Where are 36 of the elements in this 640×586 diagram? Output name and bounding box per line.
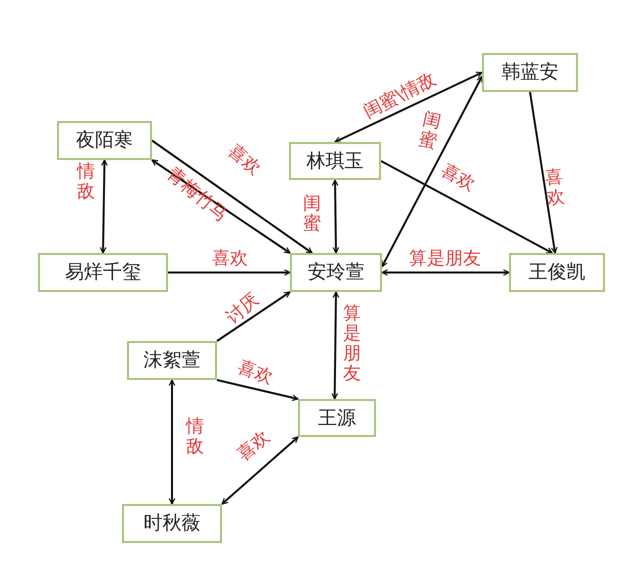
arrow xyxy=(168,269,291,276)
edge-label: 闺蜜 xyxy=(417,110,443,152)
arrow xyxy=(216,379,299,401)
edge-label: 情敌 xyxy=(77,162,95,202)
arrow xyxy=(216,291,291,342)
arrow xyxy=(151,140,313,254)
edge-label: 喜欢 xyxy=(212,250,248,268)
arrow xyxy=(381,76,483,268)
edge-label: 喜欢 xyxy=(234,428,274,464)
name-box: 时秋薇 xyxy=(122,504,222,543)
name-box: 安玲萱 xyxy=(290,253,382,292)
edge-label: 喜欢 xyxy=(544,167,566,209)
arrow xyxy=(100,159,108,254)
edge-label: 喜欢 xyxy=(438,162,478,194)
name-box: 王俊凯 xyxy=(509,253,605,292)
edge-label: 闺蜜 xyxy=(303,194,321,234)
arrow xyxy=(529,92,558,254)
arrow xyxy=(334,72,483,143)
arrow xyxy=(168,379,176,505)
edge-label: 讨厌 xyxy=(223,290,263,328)
name-box: 夜陌寒 xyxy=(57,121,152,160)
edge-label: 情敌 xyxy=(186,417,204,457)
arrow xyxy=(331,291,340,400)
arrow xyxy=(332,179,340,254)
name-box: 沫絮萱 xyxy=(127,341,217,380)
edge-label: 喜欢 xyxy=(235,358,275,388)
edge-label: 算是朋友 xyxy=(409,250,481,268)
name-box: 韩蓝安 xyxy=(482,53,578,92)
arrow xyxy=(381,269,510,276)
edge-label: 算是朋友 xyxy=(343,304,361,384)
arrow xyxy=(380,160,553,254)
name-box: 王源 xyxy=(298,399,376,437)
name-box: 易烊千玺 xyxy=(38,253,168,292)
arrow xyxy=(151,159,291,254)
arrow xyxy=(221,436,299,505)
name-box: 林琪玉 xyxy=(289,142,381,180)
